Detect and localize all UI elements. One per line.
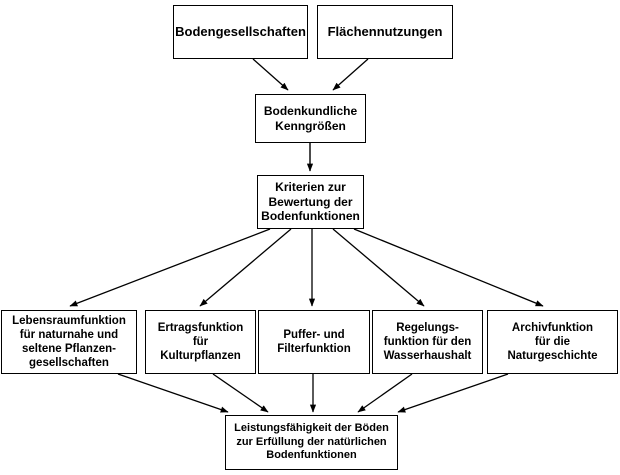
- edge-kriterien-to-regelungsfunktion: [332, 228, 425, 307]
- edge-bodengesellschaften-to-kenngroessen: [252, 58, 289, 91]
- edge-kriterien-to-ertragsfunktion: [199, 228, 292, 307]
- node-puffer-filterfunktion-label: Puffer- und Filterfunktion: [277, 328, 351, 355]
- node-archivfunktion-label: Archivfunktion für die Naturgeschichte: [507, 321, 598, 362]
- node-kriterien[interactable]: Kriterien zur Bewertung der Bodenfunktio…: [257, 175, 364, 229]
- node-flaechennutzungen-label: Flächennutzungen: [327, 24, 443, 40]
- node-bodenkundliche-kenngroessen-label: Bodenkundliche Kenngrößen: [263, 103, 358, 133]
- edge-ertragsfunktion-to-leistungsfaehigkeit: [212, 373, 269, 413]
- node-puffer-filterfunktion[interactable]: Puffer- und Filterfunktion: [258, 310, 370, 374]
- node-lebensraumfunktion[interactable]: Lebensraumfunktion für naturnahe und sel…: [1, 310, 137, 374]
- edge-regelungsfunktion-to-leistungsfaehigkeit: [357, 373, 413, 413]
- node-bodengesellschaften-label: Bodengesellschaften: [175, 24, 306, 40]
- node-archivfunktion[interactable]: Archivfunktion für die Naturgeschichte: [487, 310, 618, 374]
- edge-lebensraumfunktion-to-leistungsfaehigkeit: [117, 373, 229, 413]
- node-flaechennutzungen[interactable]: Flächennutzungen: [317, 5, 453, 59]
- edge-archivfunktion-to-leistungsfaehigkeit: [397, 373, 509, 413]
- node-bodenkundliche-kenngroessen[interactable]: Bodenkundliche Kenngrößen: [255, 94, 366, 143]
- node-ertragsfunktion[interactable]: Ertragsfunktion für Kulturpflanzen: [145, 310, 256, 374]
- node-kriterien-label: Kriterien zur Bewertung der Bodenfunktio…: [261, 180, 360, 224]
- node-leistungsfaehigkeit-label: Leistungsfähigkeit der Böden zur Erfüllu…: [234, 422, 389, 462]
- node-lebensraumfunktion-label: Lebensraumfunktion für naturnahe und sel…: [12, 314, 126, 370]
- node-bodengesellschaften[interactable]: Bodengesellschaften: [173, 5, 308, 59]
- node-regelungsfunktion[interactable]: Regelungs- funktion für den Wasserhausha…: [372, 310, 483, 374]
- edge-kriterien-to-archivfunktion: [353, 228, 544, 307]
- edge-flaechennutzungen-to-kenngroessen: [332, 58, 369, 91]
- node-ertragsfunktion-label: Ertragsfunktion für Kulturpflanzen: [157, 321, 244, 362]
- node-regelungsfunktion-label: Regelungs- funktion für den Wasserhausha…: [383, 321, 472, 362]
- edge-kriterien-to-lebensraumfunktion: [69, 228, 271, 307]
- node-leistungsfaehigkeit[interactable]: Leistungsfähigkeit der Böden zur Erfüllu…: [225, 415, 398, 470]
